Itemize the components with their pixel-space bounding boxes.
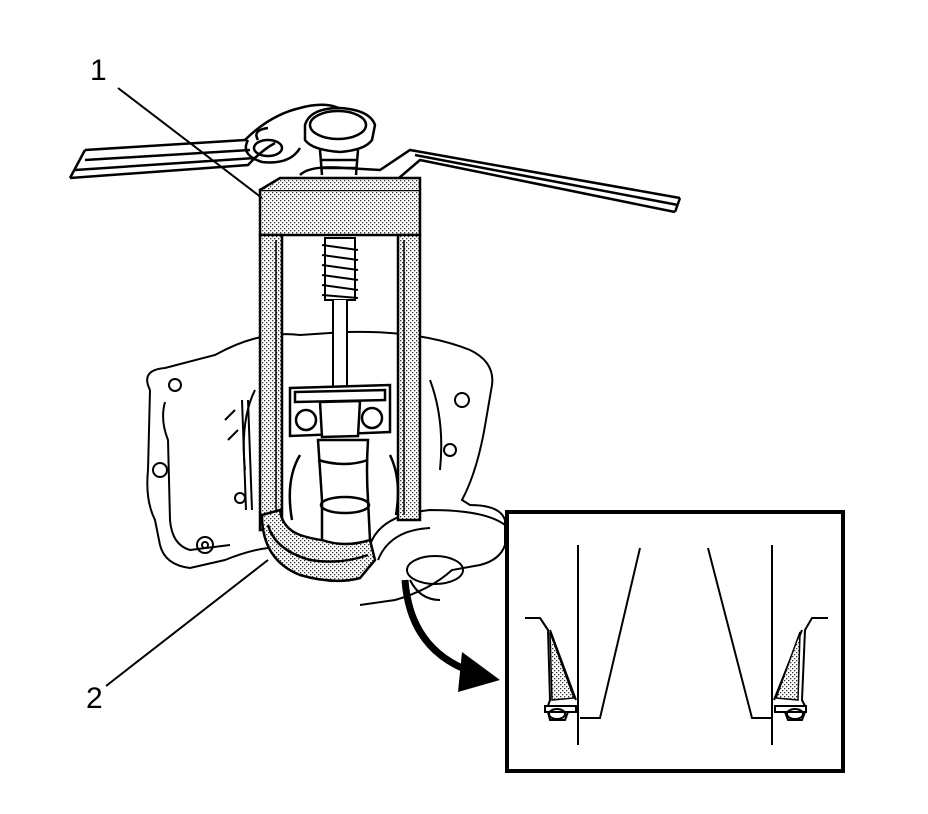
right-seal-lip [774, 631, 801, 701]
callout-label-1: 1 [90, 54, 107, 87]
clamp-block [288, 383, 392, 439]
output-shaft [288, 438, 400, 546]
leader-line-2 [105, 559, 269, 687]
forcing-screw-hex [303, 106, 377, 176]
callout-label-2: 2 [86, 682, 103, 715]
hub-circle [369, 508, 506, 601]
puller-bridge [258, 176, 422, 583]
inset-detail [505, 510, 845, 773]
transmission-housing [146, 330, 506, 606]
leader-line-1 [117, 87, 263, 199]
left-seal-lip [549, 631, 576, 701]
leader-lines [105, 87, 269, 687]
detail-arrow [401, 579, 500, 692]
wrench [68, 103, 346, 180]
forcing-screw [321, 237, 359, 393]
